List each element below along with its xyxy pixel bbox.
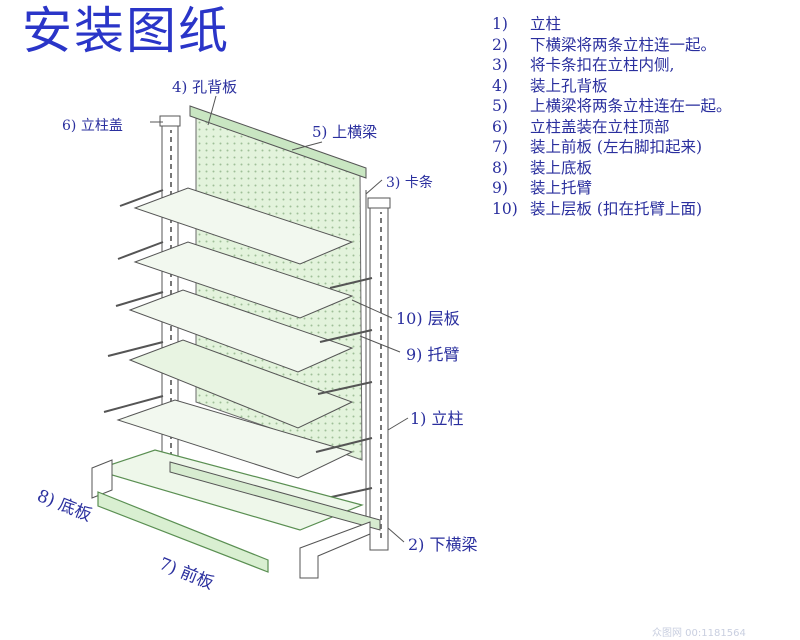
bracket [317,381,373,395]
step-number: 1) [492,15,508,33]
front-panel [97,491,269,573]
bottom-beam [169,461,381,531]
step-number: 8) [492,158,508,177]
callout-post-cap: 6) 立柱盖 [62,118,123,134]
step-text: 装上孔背板 [530,76,608,95]
step-item: 2) 下横梁将两条立柱连一起。 [492,35,732,56]
step-text: 上横梁将两条立柱连在一起。 [530,97,732,115]
shelf [128,339,354,429]
diagram-title: 安装图纸 [22,2,230,60]
callout-upright: 1) 立柱 [410,409,464,428]
callout-shelf: 10) 层板 [396,309,460,328]
step-item: 10) 装上层板 (扣在托臂上面) [492,199,732,220]
leader-line [387,417,409,431]
shelf-brackets [103,189,373,501]
step-item: 7) 装上前板 (左右脚扣起来) [492,137,732,158]
callout-front-panel: 7) 前板 [156,554,216,594]
shelves [116,187,354,479]
step-item: 1) 立柱 [492,14,732,35]
step-text: 装上托臂 [530,179,593,197]
right-upright-slots [379,212,385,542]
step-item: 9) 装上托臂 [492,178,732,199]
step-number: 9) [492,179,508,197]
step-item: 3) 将卡条扣在立柱内侧, [492,55,732,76]
step-number: 6) [492,117,508,136]
instruction-steps: 1) 立柱 2) 下横梁将两条立柱连一起。 3) 将卡条扣在立柱内侧, 4) 装上孔背板… [492,14,732,219]
step-text: 装上层板 (扣在托臂上面) [530,199,703,218]
bracket [115,291,164,307]
bracket [329,277,373,289]
step-text: 将卡条扣在立柱内侧, [530,56,675,74]
left-post-cap [159,115,181,127]
step-item: 4) 装上孔背板 [492,76,732,97]
callout-base-plate: 8) 底板 [34,486,94,526]
step-number: 2) [492,35,508,54]
step-number: 5) [492,97,508,115]
callout-back-panel: 4) 孔背板 [172,78,237,96]
step-item: 6) 立柱盖装在立柱顶部 [492,117,732,138]
watermark: 众图网 00:1181564 [652,628,746,639]
step-text: 装上底板 [530,158,593,177]
leader-line [365,179,383,195]
step-number: 10) [492,199,518,218]
step-item: 8) 装上底板 [492,158,732,179]
right-foot [299,521,371,579]
left-foot [91,459,113,499]
leader-line [351,299,393,319]
callout-top-beam: 5) 上横梁 [312,123,377,141]
bracket [315,437,373,453]
leader-line [207,95,217,126]
step-text: 下横梁将两条立柱连一起。 [530,35,717,54]
leader-line [387,527,405,543]
callout-bottom-beam: 2) 下横梁 [408,535,478,554]
step-text: 装上前板 (左右脚扣起来) [530,138,703,156]
step-number: 3) [492,56,508,74]
top-beam [189,105,367,179]
step-text: 立柱盖装在立柱顶部 [530,117,670,136]
callout-bracket: 9) 托臂 [406,345,460,364]
bracket [119,189,164,207]
bracket [107,341,164,357]
shelf [116,399,354,479]
bracket [103,395,164,413]
step-item: 5) 上横梁将两条立柱连在一起。 [492,96,732,117]
leader-line [359,335,401,353]
shelf [133,187,354,265]
bracket [117,241,164,260]
step-number: 7) [492,138,508,156]
step-number: 4) [492,76,508,95]
shelf [133,241,354,319]
leader-lines [150,95,409,543]
leader-line [291,141,323,151]
step-text: 立柱 [530,15,562,33]
base-plate [92,449,364,531]
shelf [128,289,354,373]
bracket [319,329,373,343]
right-post-cap [367,197,391,209]
callout-clip-strip: 3) 卡条 [386,174,433,191]
